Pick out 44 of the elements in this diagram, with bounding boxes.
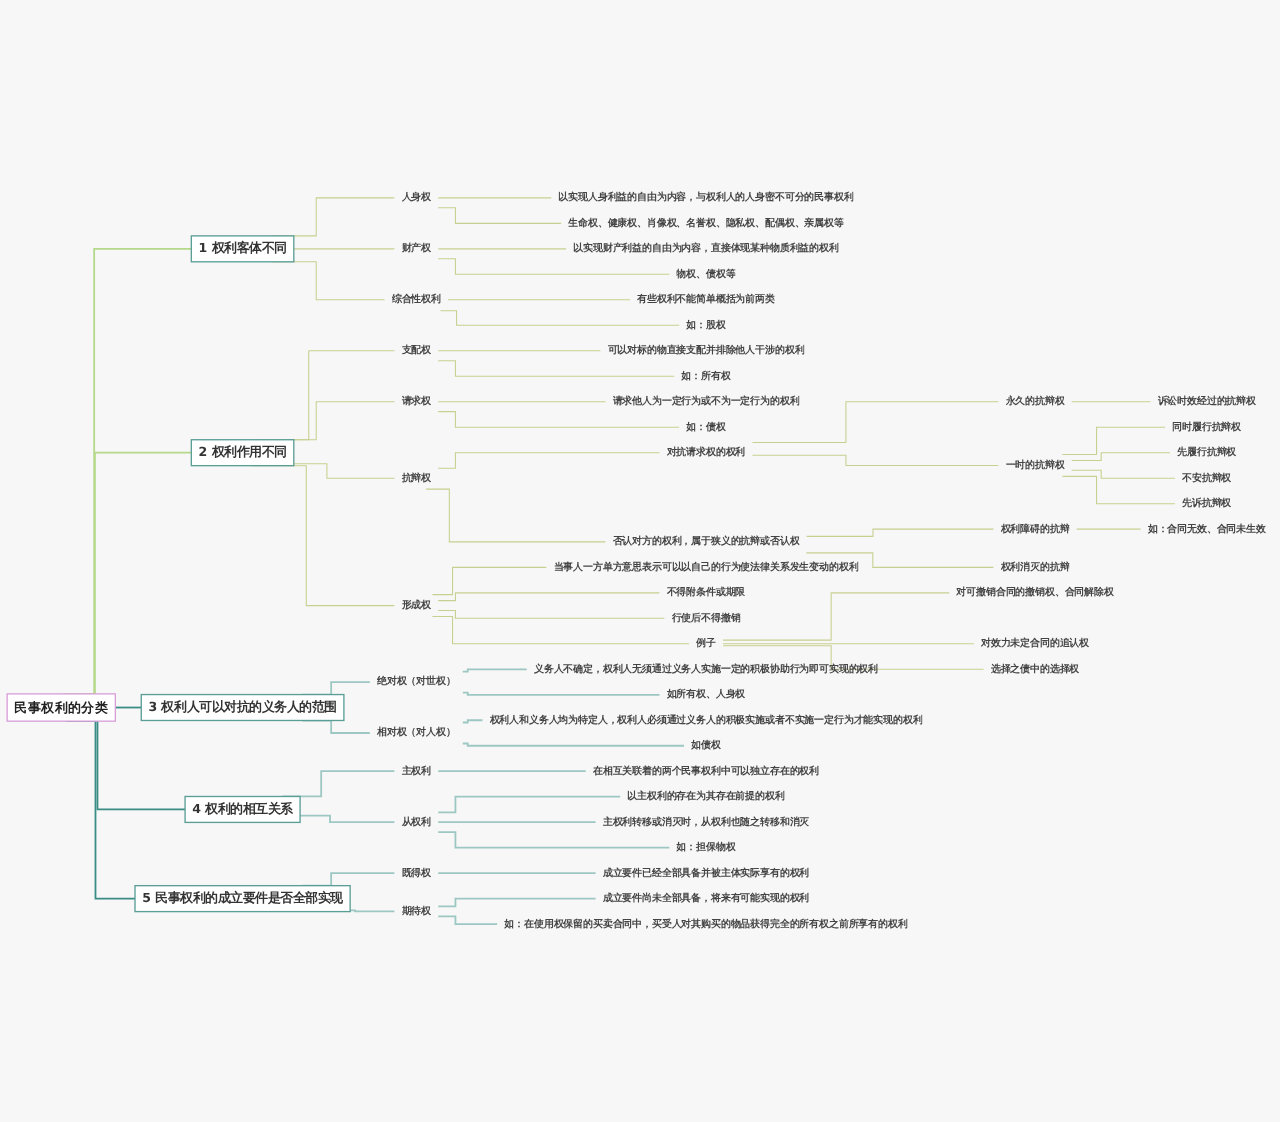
connector	[437, 872, 597, 875]
connector	[425, 488, 606, 543]
connector	[349, 909, 396, 913]
connector	[461, 719, 484, 724]
connector	[751, 454, 999, 466]
connector	[722, 592, 950, 641]
connector	[437, 401, 606, 403]
connector	[437, 452, 661, 469]
connector	[447, 299, 631, 301]
connector	[114, 706, 143, 709]
connector	[437, 592, 661, 602]
connector	[1071, 469, 1176, 479]
connector	[437, 360, 675, 377]
connector	[1061, 426, 1166, 456]
connector	[431, 616, 690, 645]
connector	[437, 795, 622, 814]
connector	[1076, 528, 1142, 530]
connector	[437, 411, 680, 428]
connector	[437, 770, 587, 773]
connector	[440, 310, 680, 326]
connector	[437, 350, 602, 352]
connector	[437, 821, 597, 824]
connector	[751, 401, 999, 444]
connector	[437, 197, 552, 199]
connector	[431, 566, 547, 596]
connector	[806, 528, 994, 537]
connector	[437, 207, 562, 224]
connector	[461, 668, 528, 673]
connector	[437, 831, 671, 849]
connector	[437, 915, 499, 925]
connector	[437, 610, 665, 619]
connector	[1071, 401, 1151, 403]
connector	[437, 248, 567, 250]
connector	[293, 463, 395, 479]
connector	[437, 897, 597, 908]
connector	[293, 248, 395, 250]
connector	[461, 742, 685, 747]
connector	[805, 552, 994, 568]
connector	[1071, 452, 1171, 462]
connector	[722, 643, 975, 645]
connector	[461, 691, 661, 696]
connector	[437, 258, 670, 275]
connector	[299, 814, 396, 824]
connector	[1061, 475, 1176, 505]
